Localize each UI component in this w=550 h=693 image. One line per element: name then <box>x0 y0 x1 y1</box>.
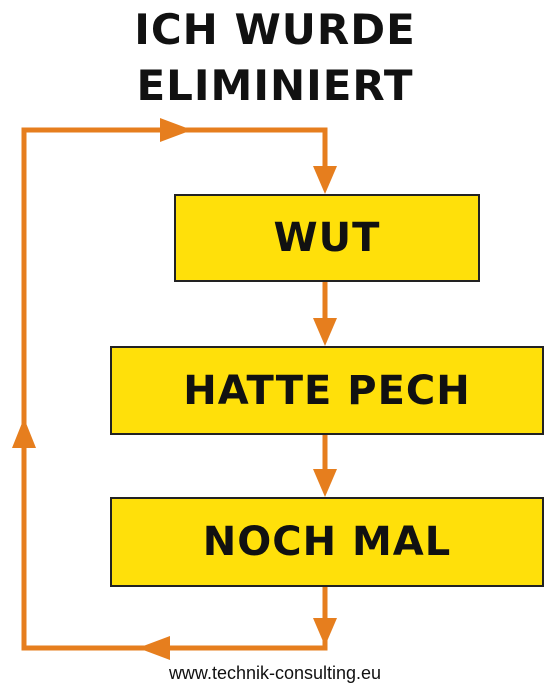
footer-url[interactable]: www.technik-consulting.eu <box>168 663 382 683</box>
arrowhead-into-noch <box>313 469 337 497</box>
loop-bottom-line <box>21 587 328 651</box>
box-hatte-pech: HATTE PECH <box>110 346 544 435</box>
arrow-heads <box>12 118 337 660</box>
arrowhead-bottom-left <box>138 636 170 660</box>
box-noch-mal: NOCH MAL <box>110 497 544 587</box>
arrowhead-into-wut <box>313 166 337 194</box>
arrowhead-left-up <box>12 418 36 448</box>
title-line-1: ICH WURDE <box>134 5 416 54</box>
arrowhead-top-right <box>160 118 192 142</box>
arrowhead-bottom-down <box>313 618 337 646</box>
box-wut: WUT <box>174 194 480 282</box>
title-line-2: ELIMINIERT <box>136 61 414 110</box>
arrowhead-into-hatte <box>313 318 337 346</box>
